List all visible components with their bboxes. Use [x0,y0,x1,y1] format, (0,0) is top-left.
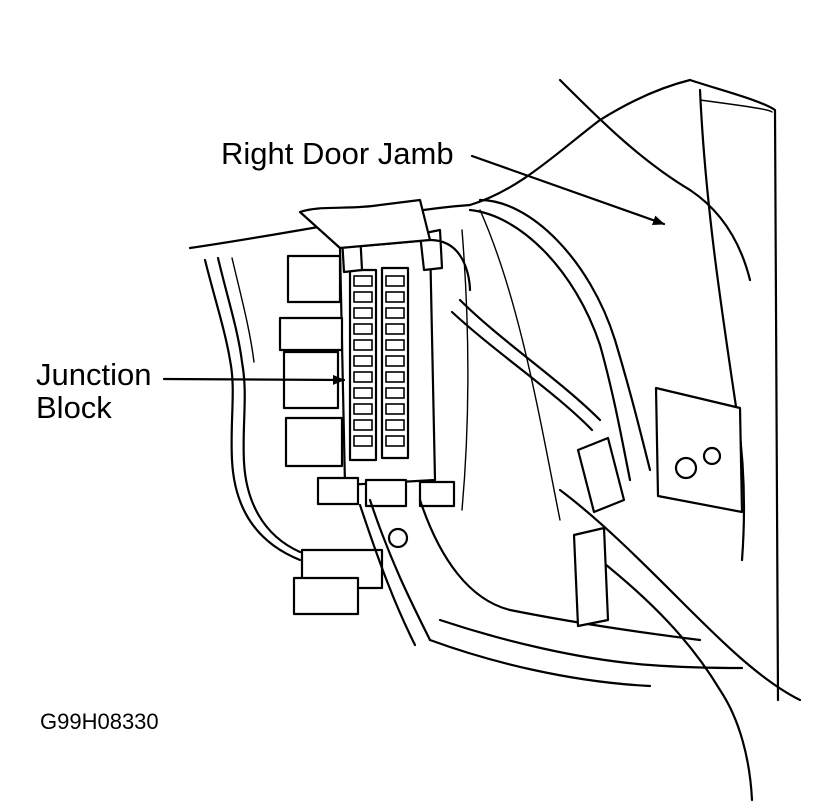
junction-label-line2: Block [36,390,112,425]
junction-label-line1: Junction [36,357,152,392]
right-door-jamb-label: Right Door Jamb [221,136,454,171]
fuse-slot [385,339,405,351]
fuse-slot [385,355,405,367]
fuse-slot [385,323,405,335]
fuse-slot [353,355,373,367]
lower-connectors [292,476,456,616]
fuse-slot [385,275,405,287]
fuse-slot [353,275,373,287]
wiring-harness [203,198,744,688]
fuse-slot [385,371,405,383]
figure-code: G99H08330 [40,709,159,734]
side-connectors [572,386,744,628]
junction-block [298,198,444,487]
relay-group [278,254,344,468]
fuse-slot [353,371,373,383]
fuse-slot [353,339,373,351]
fuse-slot [353,387,373,399]
fuse-slot [353,419,373,431]
junction-leader-arrow [162,374,346,385]
fuse-slot [353,323,373,335]
fuse-slot [353,435,373,447]
fuse-slot [353,291,373,303]
fuse-slot [385,435,405,447]
fuse-slot [385,291,405,303]
fuse-slot [385,387,405,399]
fuse-slot [385,419,405,431]
fuse-slot [353,403,373,415]
junction-block-label: Junction Block [36,358,151,424]
fuse-slot [353,307,373,319]
fuse-slot [385,307,405,319]
door-jamb-leader-arrow [470,154,666,226]
door-jamb-body-outline [188,78,802,802]
fuse-slot [385,403,405,415]
